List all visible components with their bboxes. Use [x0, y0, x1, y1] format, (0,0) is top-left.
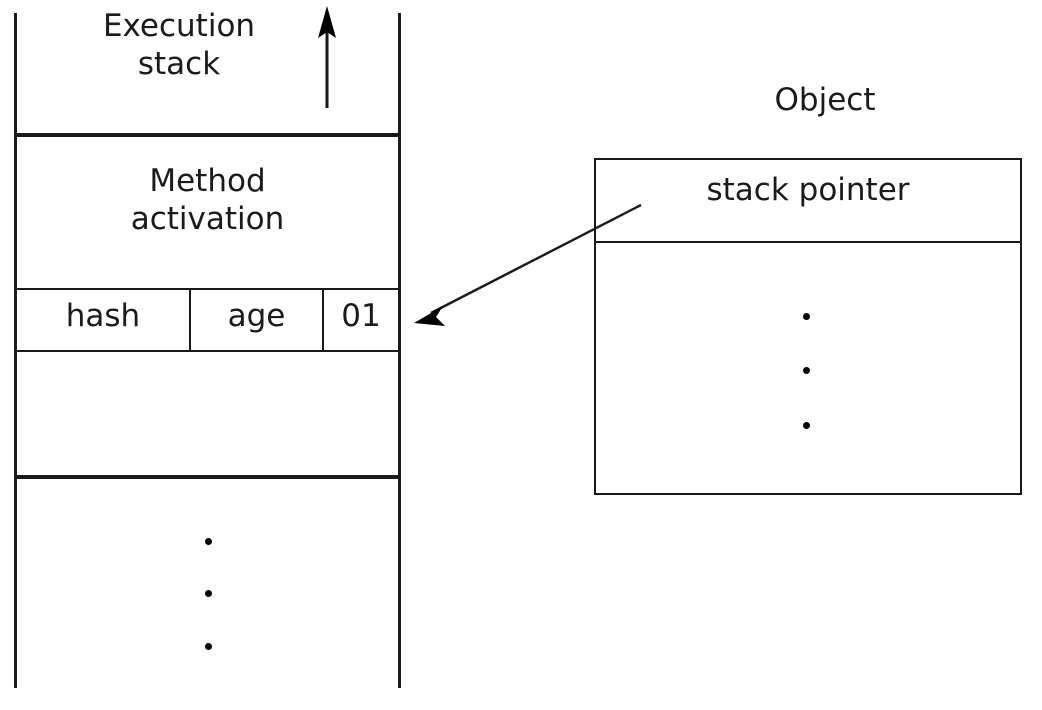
method-activation-label: Method activation: [130, 163, 285, 237]
stack-left-border: [14, 13, 17, 688]
object-ellipsis-dot-3: [803, 422, 810, 429]
stack-pointer-field-label: stack pointer: [706, 172, 910, 208]
stack-right-border: [398, 13, 401, 688]
object-ellipsis-dot-1: [803, 313, 810, 320]
slot-row-top-border: [17, 288, 398, 290]
slot-age: age: [227, 298, 286, 334]
object-row-divider: [594, 241, 1022, 243]
object-box: [594, 158, 1022, 495]
object-group: Object stack pointer: [560, 60, 1042, 520]
arrow-up-icon: [318, 6, 336, 108]
stack-divider-bottom: [14, 475, 401, 479]
stack-ellipsis-dot-1: [205, 538, 212, 545]
execution-stack-column: Execution stack Method activation hash a…: [0, 0, 440, 710]
slot-divider-2: [322, 288, 324, 352]
slot-01: 01: [341, 298, 381, 334]
slot-row-bottom-border: [17, 350, 398, 352]
stack-divider-top: [14, 133, 401, 137]
stack-ellipsis-dot-2: [205, 590, 212, 597]
object-title: Object: [774, 82, 876, 118]
object-ellipsis-dot-2: [803, 367, 810, 374]
stack-ellipsis-dot-3: [205, 643, 212, 650]
slot-hash: hash: [65, 298, 141, 334]
slot-divider-1: [189, 288, 191, 352]
execution-stack-label: Execution stack: [102, 8, 256, 82]
